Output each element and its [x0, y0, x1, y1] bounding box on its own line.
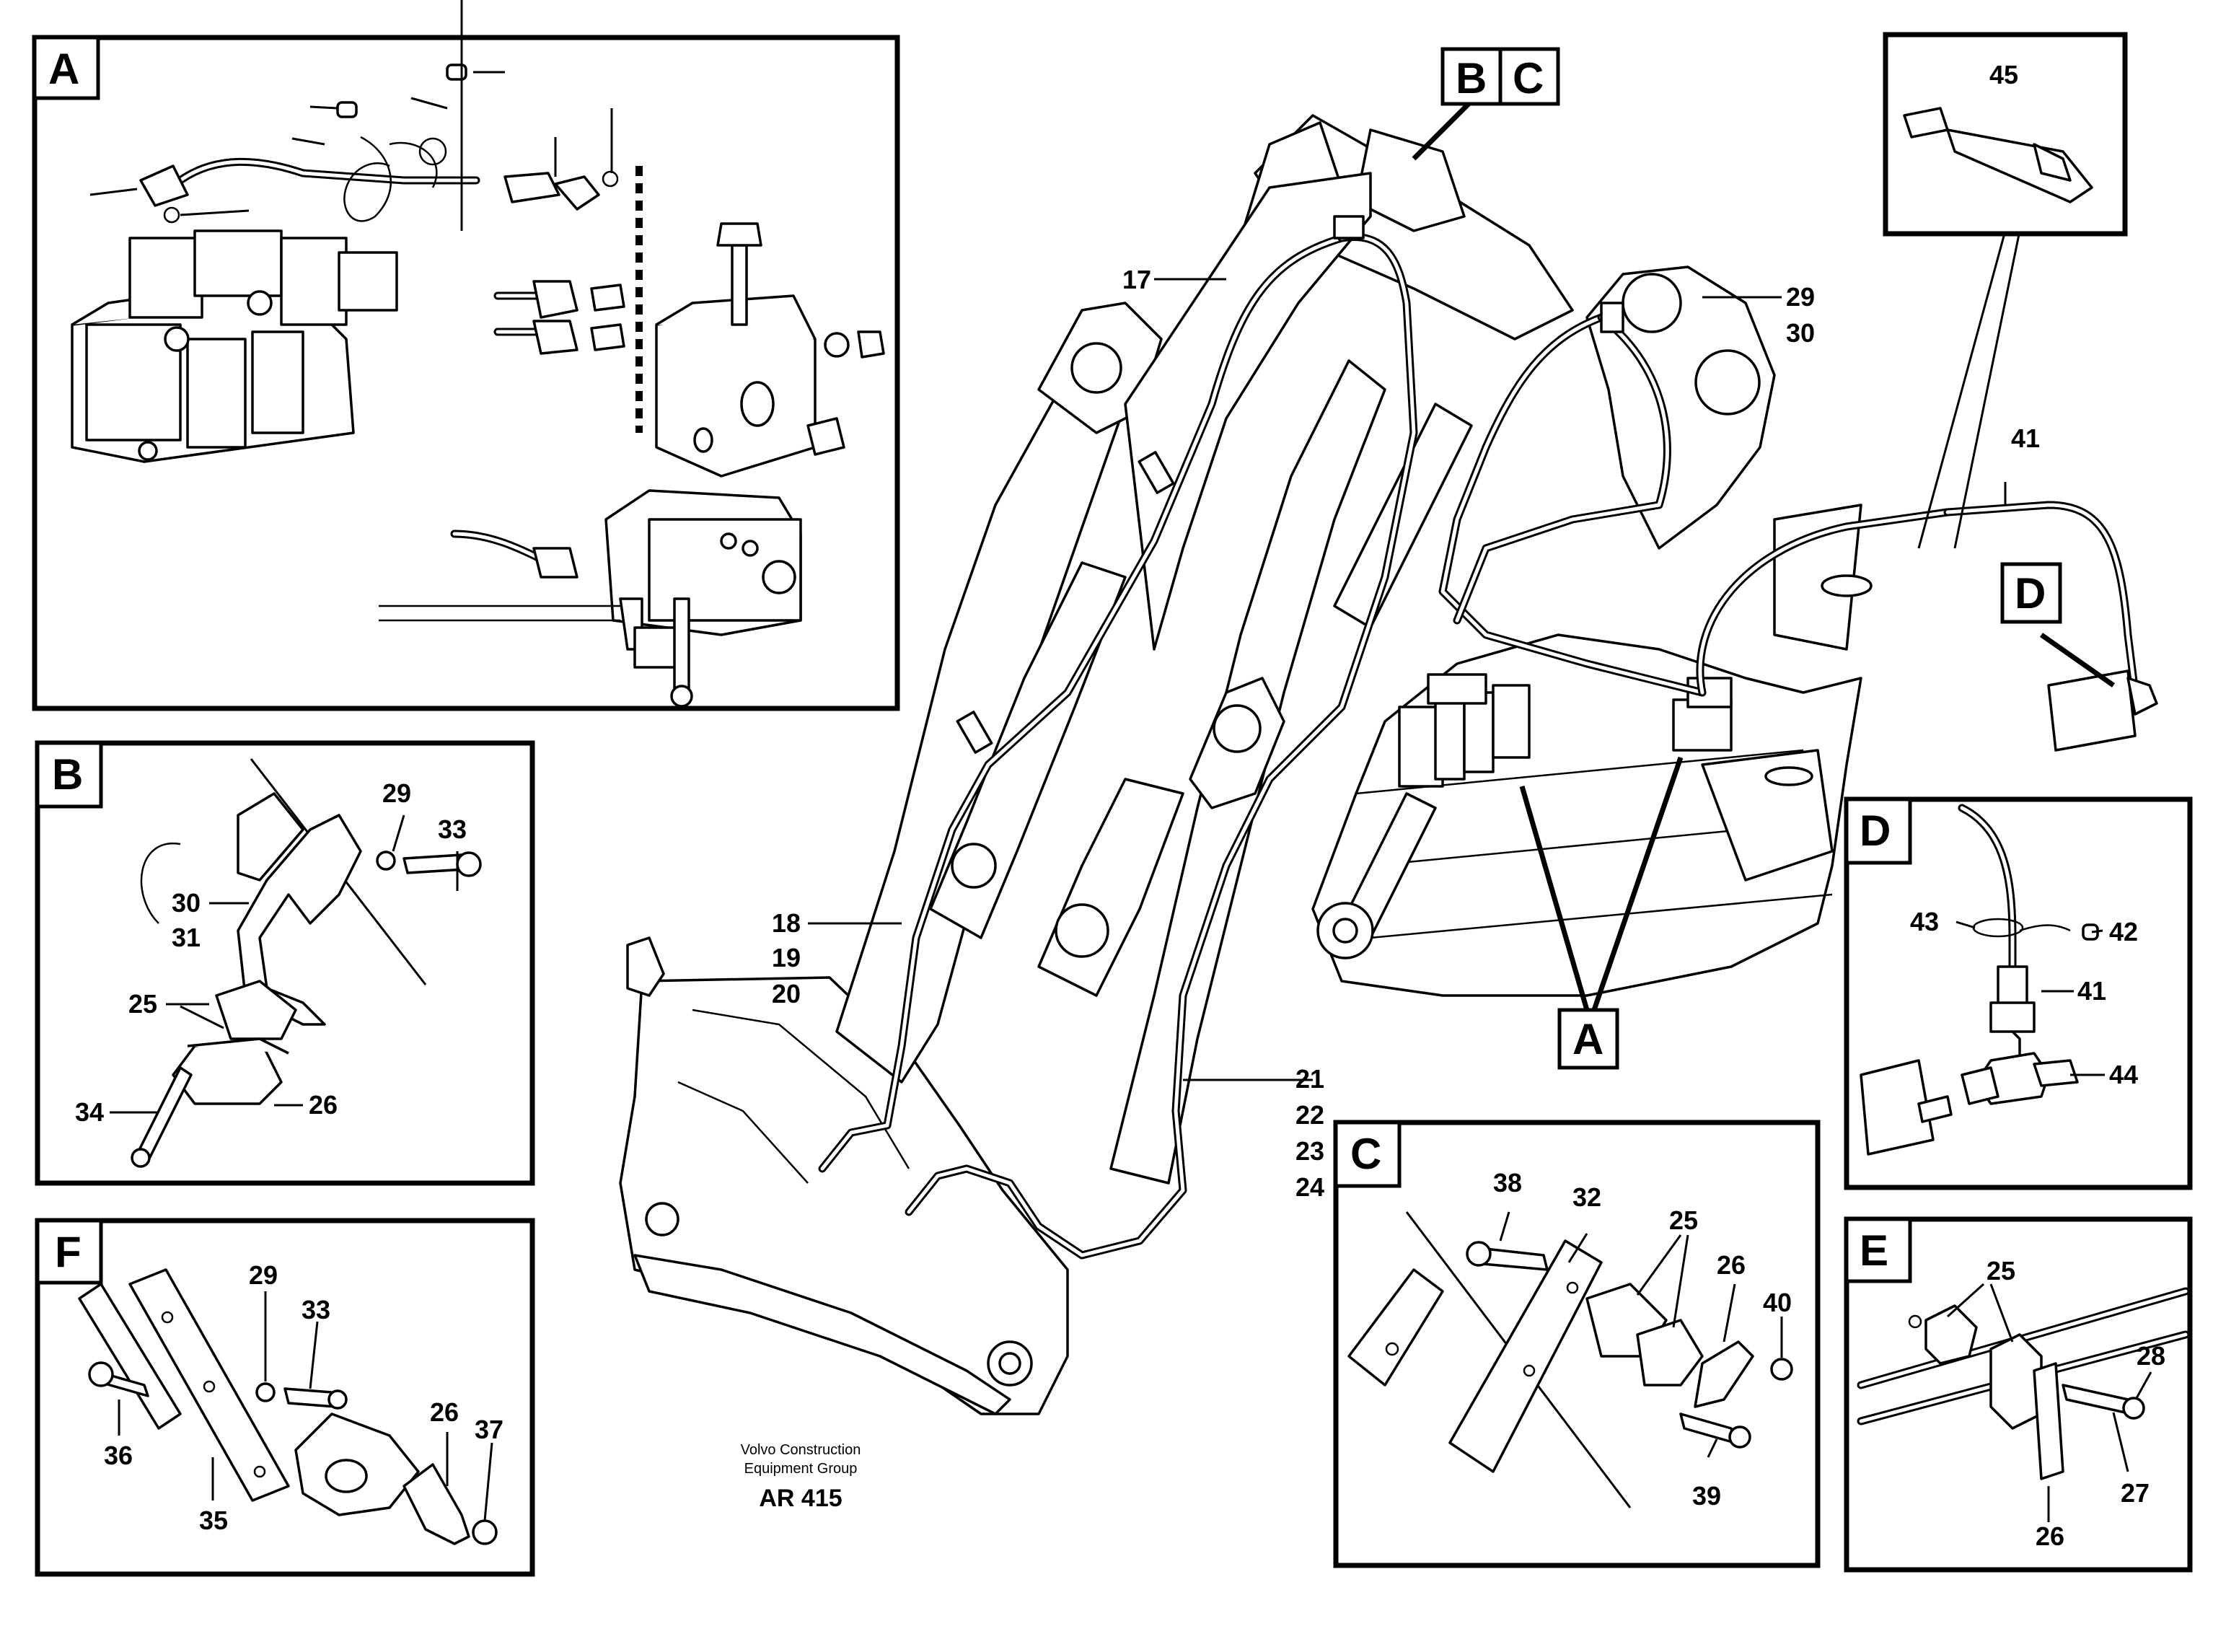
- main-callouts: 17 18 19 20 21 22 23 24 29 30 41: [772, 265, 2040, 1202]
- panel-d: D 43 42 41 44: [1844, 796, 2193, 1190]
- panel-d-callout: 41: [2077, 976, 2106, 1006]
- caption-line-1: Volvo Construction: [741, 1442, 861, 1458]
- svg-text:D: D: [1860, 807, 1891, 855]
- main-callout: 17: [1122, 265, 1151, 294]
- panel-b-callout: 25: [128, 989, 157, 1019]
- main-callout: 23: [1295, 1136, 1324, 1166]
- panel-f-callout: 33: [302, 1295, 330, 1324]
- panel-d-callout: 42: [2109, 917, 2138, 946]
- panel-b-callout: 34: [75, 1097, 104, 1127]
- panel-f-callout: 29: [249, 1260, 278, 1290]
- panel-b-callout: 31: [172, 923, 201, 952]
- svg-text:A: A: [1572, 1015, 1603, 1063]
- main-callout: 22: [1295, 1100, 1324, 1130]
- panel-f-tag: [35, 1218, 103, 1285]
- panel-f-callout: 26: [430, 1397, 459, 1427]
- panel-c-callout: 39: [1692, 1481, 1721, 1511]
- panel-e-callout: 27: [2121, 1478, 2150, 1508]
- panel-e-callout: 26: [2036, 1521, 2064, 1551]
- panel-f-callout: 35: [199, 1506, 228, 1535]
- panel-c: C 38 32 25 26 40 39: [1333, 1120, 1821, 1568]
- main-callout: 29: [1786, 282, 1815, 312]
- panel-b: B 29 33 30 31 25 34 26: [35, 740, 535, 1186]
- caption-line-2: Equipment Group: [744, 1461, 858, 1477]
- panel-f: F 29 33 36 35 26 37: [35, 1218, 535, 1577]
- svg-text:E: E: [1860, 1226, 1888, 1275]
- panel-e-tag: [1844, 1217, 1912, 1283]
- panel-b-callout: 26: [309, 1090, 338, 1120]
- panel-e-callout: 28: [2137, 1341, 2165, 1371]
- panel-d-callout: 44: [2109, 1060, 2138, 1089]
- panel-a-tag: [32, 35, 100, 100]
- panel-c-callout: 25: [1669, 1205, 1698, 1235]
- loader-lift-arm-illustration: [619, 99, 2158, 1415]
- panel-c-callout: 26: [1717, 1250, 1746, 1280]
- panel-c-tag: [1334, 1120, 1402, 1188]
- panel-c-callout: 40: [1763, 1288, 1792, 1317]
- panel-e-callout: 25: [1987, 1256, 2015, 1286]
- svg-text:F: F: [55, 1228, 82, 1276]
- main-callout: 45: [1989, 60, 2018, 89]
- panel-e: E 25 28 27 26: [1844, 1216, 2193, 1573]
- svg-text:C: C: [1513, 54, 1544, 102]
- svg-text:B: B: [52, 750, 83, 799]
- main-callout: 24: [1295, 1172, 1324, 1202]
- panel-f-callout: 36: [104, 1441, 133, 1470]
- svg-text:D: D: [2015, 569, 2046, 618]
- svg-text:C: C: [1350, 1130, 1381, 1178]
- detail-45-inset: 45: [1883, 32, 2128, 237]
- panel-c-callout: 38: [1493, 1168, 1522, 1198]
- main-callout: 21: [1295, 1064, 1324, 1094]
- panel-b-callout: 29: [382, 778, 411, 808]
- caption-ref: AR 415: [759, 1485, 842, 1512]
- panel-c-callout: 32: [1572, 1182, 1601, 1212]
- panel-b-callout: 30: [172, 888, 201, 918]
- tag-c: [1498, 47, 1560, 106]
- panel-b-callout: 33: [438, 814, 467, 844]
- tag-b: [1440, 47, 1503, 106]
- svg-text:B: B: [1456, 54, 1487, 102]
- panel-a: A: [32, 0, 900, 711]
- main-callout: 18: [772, 908, 801, 938]
- detail-tags: B C A D: [1440, 47, 2062, 1070]
- tag-d: [2000, 562, 2062, 624]
- main-callout: 41: [2011, 423, 2040, 453]
- main-callout: 20: [772, 979, 801, 1009]
- panel-d-tag: [1844, 797, 1912, 865]
- panel-f-callout: 37: [475, 1415, 503, 1444]
- main-callout: 19: [772, 943, 801, 972]
- main-callout: 30: [1786, 318, 1815, 348]
- tag-a: [1557, 1008, 1619, 1070]
- panel-b-tag: [35, 741, 103, 809]
- panel-d-callout: 43: [1910, 907, 1939, 936]
- svg-text:A: A: [48, 45, 79, 93]
- caption: Volvo Construction Equipment Group AR 41…: [741, 1442, 861, 1512]
